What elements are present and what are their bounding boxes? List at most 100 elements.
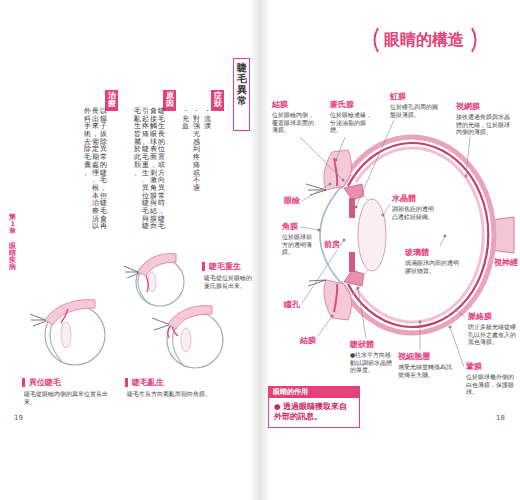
caption: 異位睫毛 [22,378,61,387]
eyelash-illustration [138,254,176,276]
glyph: 激 [150,177,157,185]
glyph: 期 [92,154,99,162]
glyph: 膜 [150,216,157,224]
leader-line [318,316,332,336]
glyph: 以 [100,108,107,116]
glyph: 於 [134,146,141,154]
leader-line [318,229,320,231]
eye-illustration [344,184,364,200]
glyph: 皆 [134,131,141,139]
glyph: 毛 [84,154,91,162]
glyph: 與 [142,216,149,224]
glyph: 刺 [150,170,157,178]
glyph: ， [100,185,107,193]
glyph: 此 [134,154,141,162]
glyph: ・ [204,108,211,116]
part-name: 角膜 [282,222,298,232]
glyph: 睛 [10,250,17,257]
leader-line [383,204,390,215]
eye-illustration [356,148,483,322]
eye-illustration [344,284,356,295]
glyph: 睫 [100,170,107,178]
leader-line [456,310,465,317]
eyelash-illustration [168,326,170,338]
vertical-text: ・流淚 [203,108,211,131]
eye-illustration [324,280,351,320]
part-description: 位於眼球最外側的白色薄膜，保護眼球。 [466,373,516,396]
glyph: 位 [142,193,149,201]
leader-line [302,240,344,303]
glyph: 治 [92,200,99,208]
glyph [10,235,17,242]
part-description: 填滿眼球內部的透明膠狀物質。 [405,259,461,274]
glyph: 眼 [150,131,157,139]
leader-line [356,120,394,207]
glyph: 毛 [134,108,141,116]
glyph: 再 [100,223,107,231]
glyph: 異 [100,146,107,154]
glyph: 本 [92,193,99,201]
caption: 睫毛重生 [202,262,241,271]
glyph: 疾 [10,257,17,264]
eye-illustration [320,137,494,333]
part-description: 感受光線並轉換為訊號傳至大腦。 [398,363,452,378]
eye-illustration [344,175,356,186]
eye-illustration [358,199,386,271]
leader-line [355,206,357,208]
caption: 睫毛亂生 [125,378,164,387]
title-bracket [472,28,476,52]
glyph: 處 [92,162,99,170]
glyph: 毛 [100,208,107,216]
glyph: 生 [134,123,141,131]
leader-line [329,183,331,185]
eye-illustration [349,252,355,272]
eyelash-illustration [172,327,178,336]
glyph: 科 [84,116,91,124]
glyph: 生 [158,123,165,131]
page-gutter [250,0,270,500]
leader-line [357,287,359,289]
glyph: 痛 [142,131,149,139]
glyph: 會 [150,108,157,116]
glyph: ・ [182,108,189,116]
glyph: 時 [158,200,165,208]
vertical-text: 睫毛生長的位置或方向異常時，睫毛會接觸眼球表面，刺激角膜與結膜而引起疼痛。睫毛重… [133,108,165,231]
leader-line [444,235,446,237]
eye-illustration [362,194,369,201]
leader-line [343,239,345,241]
part-name: 玻璃體 [405,248,429,258]
eyelash-illustration [61,309,68,323]
eyelash-illustration [33,321,46,326]
leader-line [336,137,345,160]
section-tab: 治療 [105,90,118,111]
part-name: 睫狀體 [350,340,374,350]
glyph: 強 [193,123,200,131]
glyph: 。 [84,170,91,178]
glyph: 毛 [142,154,149,162]
leader-line [466,137,470,176]
glyph: 而 [150,223,157,231]
glyph: 睫 [158,216,165,224]
vertical-heading: 睫毛異常 [236,62,248,106]
glyph: 治 [109,92,117,100]
leader-line [300,227,319,230]
leader-line [465,175,467,177]
glyph: 常 [237,95,247,106]
part-name: 眼瞼 [284,196,300,206]
glyph: 須 [92,216,99,224]
glyph: 異 [237,84,247,95]
glyph: ， [158,208,165,216]
glyph: 、 [142,177,149,185]
eye-illustration [308,190,326,191]
eyelash-illustration [152,318,168,324]
glyph: 狀 [215,100,223,108]
info-box: 眼睛的作用● 透過眼睛獲取來自外部的訊息。 [268,386,360,428]
box-body: ● 透過眼睛獲取來自外部的訊息。 [274,402,354,422]
part-name: 瞳孔 [284,300,300,310]
glyph: 淚 [204,123,211,131]
leader-line [449,326,451,328]
part-name: 脈絡膜 [468,312,492,322]
glyph: 光 [193,131,200,139]
eye-illustration [349,198,355,218]
